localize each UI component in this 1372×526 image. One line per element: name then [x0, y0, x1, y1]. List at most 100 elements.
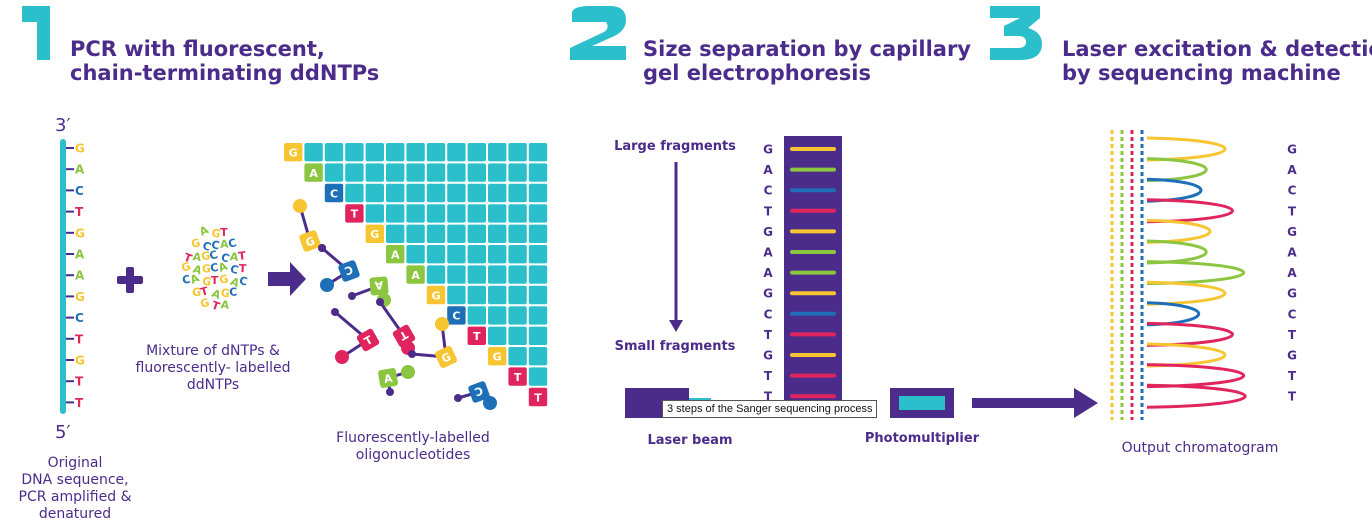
chromatogram-peak [1146, 321, 1234, 347]
staircase-tile [447, 224, 466, 243]
strand-base: G [75, 290, 85, 304]
staircase-tile [528, 347, 548, 366]
arrow-right-icon [972, 388, 1098, 418]
mixture-base: G [190, 236, 202, 251]
staircase-tile [386, 224, 405, 243]
staircase-tile [528, 183, 548, 203]
staircase-tile [345, 143, 364, 162]
staircase-tile [488, 143, 507, 162]
staircase-tile [488, 204, 507, 223]
step3-title-line2: by sequencing machine [1062, 61, 1341, 85]
staircase-tile [467, 245, 486, 264]
mixture-base: T [210, 299, 222, 314]
staircase-tile [386, 143, 405, 162]
step1-title-line2: chain-terminating ddNTPs [70, 61, 379, 85]
gel-band [790, 188, 836, 193]
staircase-label-tile [426, 285, 446, 305]
staircase-tile [508, 347, 527, 366]
staircase-tile [426, 265, 446, 284]
staircase-label-tile [467, 326, 486, 345]
chromatogram-peak [1146, 136, 1227, 162]
strand-base: C [75, 311, 84, 325]
staircase-tile [467, 285, 486, 305]
molecule-bead [483, 396, 497, 410]
mixture-base: T [211, 274, 219, 287]
molecule-tile: G [299, 230, 321, 252]
staircase-tile [467, 183, 486, 203]
chromatogram-peak [1146, 363, 1245, 389]
gel-capillary [784, 136, 842, 416]
staircase-tile [406, 245, 425, 264]
mixture-base: A [220, 238, 230, 251]
gel-base-label: A [763, 246, 773, 260]
staircase-tile [528, 367, 548, 386]
mixture-base: C [209, 261, 219, 275]
molecule-tile: G [435, 346, 457, 368]
molecule-tile: A [369, 276, 389, 296]
staircase-tile [528, 245, 548, 264]
staircase-tile [488, 163, 507, 182]
photomultiplier-label: Photomultiplier [865, 431, 980, 446]
staircase-tile [488, 306, 507, 325]
staircase-tile [508, 224, 527, 243]
small-fragments-label: Small fragments [615, 339, 736, 354]
image-tooltip: 3 steps of the Sanger sequencing process [662, 400, 878, 418]
staircase-tile [488, 265, 507, 284]
chromatogram-peak [1146, 260, 1245, 286]
strand-base: G [75, 226, 85, 240]
staircase-label-tile [284, 143, 303, 162]
mixture-base: A [192, 250, 203, 264]
chromatogram-peak [1146, 239, 1208, 265]
strand-base: T [75, 396, 84, 410]
staircase-label-tile [488, 347, 507, 366]
gel-band [790, 311, 836, 316]
mixture-base: T [199, 284, 210, 299]
gel-base-label: A [763, 163, 773, 177]
mixture-base: A [197, 223, 211, 239]
mixture-base: G [201, 262, 211, 276]
chromatogram-base-label: C [1288, 184, 1297, 198]
gel-band [790, 208, 836, 213]
large-fragments-label: Large fragments [614, 139, 736, 154]
staircase-tile [406, 143, 425, 162]
chromatogram-peak [1146, 301, 1200, 327]
plus-icon [117, 267, 143, 293]
molecule-tile: T [356, 328, 380, 352]
staircase-tile [324, 143, 344, 162]
chromatogram-base-label: A [1287, 163, 1297, 177]
chromatogram-base-label: T [1288, 369, 1297, 383]
laser-beam-label: Laser beam [648, 433, 733, 448]
staircase-tile [447, 245, 466, 264]
original-caption-4: denatured [39, 506, 111, 522]
mixture-base: C [238, 274, 248, 288]
staircase-tile [508, 183, 527, 203]
gel-band [790, 332, 836, 337]
step1-number [22, 6, 50, 60]
staircase-label-tile [365, 224, 384, 243]
staircase-tile [324, 163, 344, 182]
staircase-tile [447, 204, 466, 223]
staircase-tile [406, 163, 425, 182]
strand-3prime-label: 3′ [55, 115, 71, 136]
mixture-base: G [201, 274, 213, 289]
staircase-tile [508, 326, 527, 345]
staircase-tile [467, 224, 486, 243]
chromatogram-peak [1146, 342, 1227, 368]
staircase-label-tile [508, 367, 527, 386]
gel-band [790, 373, 836, 378]
molecule-bead [376, 298, 384, 306]
staircase-base: G [370, 228, 379, 241]
staircase-tile [528, 143, 548, 162]
staircase-base: A [309, 167, 318, 180]
chromatogram-peak [1146, 198, 1234, 224]
chromatogram-base-label: T [1288, 204, 1297, 218]
staircase-tile [426, 143, 446, 162]
staircase-tile [528, 306, 548, 325]
staircase-tile [406, 204, 425, 223]
gel-base-label: G [763, 225, 773, 239]
